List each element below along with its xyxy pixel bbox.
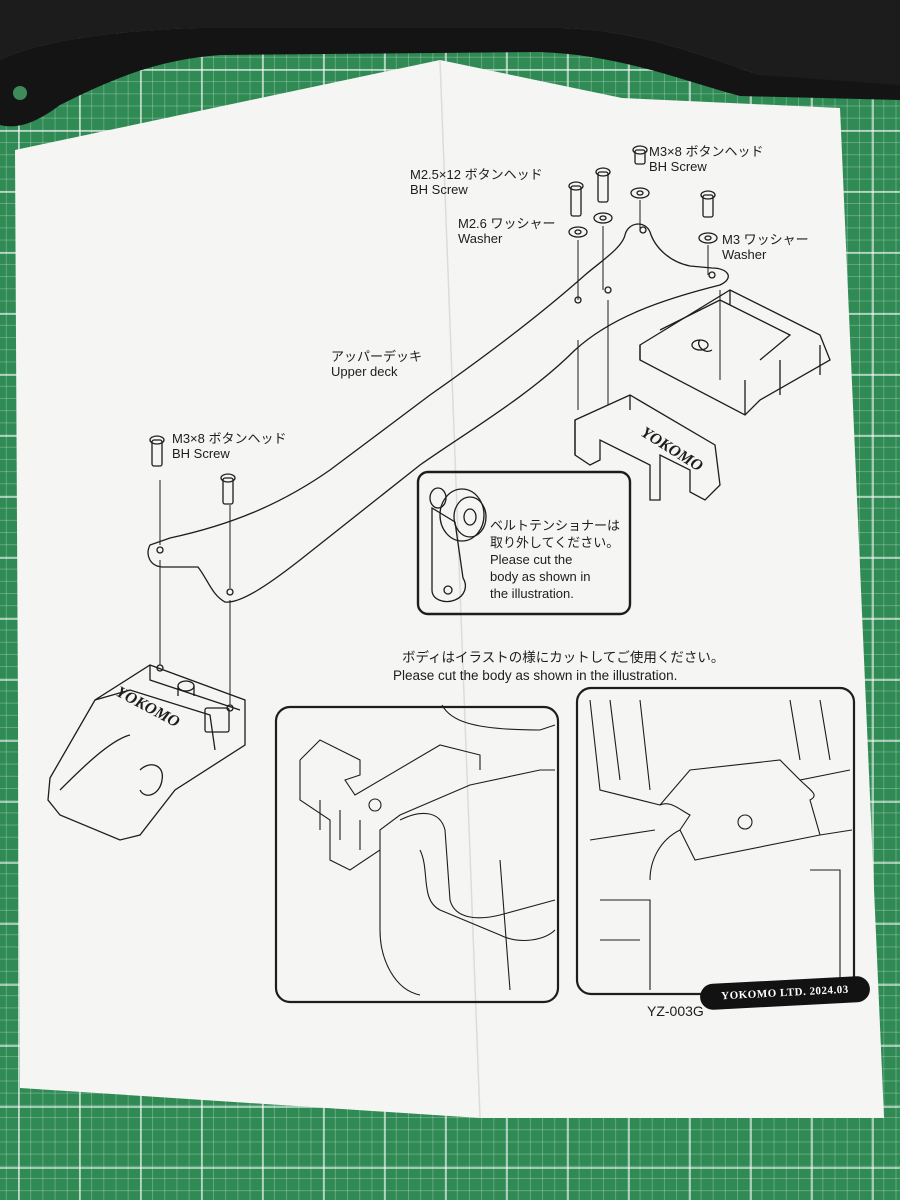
m26-washer-label: M2.6 ワッシャー Washer <box>458 216 556 247</box>
screw-icon <box>568 145 716 218</box>
body-cut-note-en: Please cut the body as shown in the illu… <box>393 668 678 683</box>
m25-screw-label-jp: M2.5×12 ボタンヘッド <box>410 167 543 182</box>
washer-icon <box>568 187 718 244</box>
belt-tensioner-box <box>416 470 632 616</box>
m25-screw-label-en: BH Screw <box>410 181 468 197</box>
belt-note-line-1: ベルトテンショナーは <box>490 518 621 533</box>
belt-note-line-5: the illustration. <box>490 585 574 601</box>
upper-deck-plate <box>147 223 729 603</box>
m3-screw-top-label-jp: M3×8 ボタンヘッド <box>649 144 764 159</box>
front-bulkhead <box>47 664 246 841</box>
m3-screw-top-label: M3×8 ボタンヘッド BH Screw <box>649 144 764 175</box>
belt-note-line-3: Please cut the <box>490 551 573 567</box>
cut-illustration-left <box>274 705 560 1004</box>
upper-deck-label: アッパーデッキ Upper deck <box>331 349 423 380</box>
body-cut-note-jp: ボディはイラストの様にカットしてご使用ください。 <box>402 650 725 665</box>
mount-logo: YOKOMO <box>638 424 706 475</box>
m3-screw-top-label-en: BH Screw <box>649 158 707 174</box>
upper-deck-label-en: Upper deck <box>331 363 398 379</box>
bulkhead-logo: YOKOMO <box>113 684 183 732</box>
belt-note-line-4: body as shown in <box>490 568 591 584</box>
m3-washer-label-jp: M3 ワッシャー <box>722 232 809 247</box>
carbon-plate <box>0 0 900 127</box>
m25-screw-label: M2.5×12 ボタンヘッド BH Screw <box>410 167 543 198</box>
m3-washer-label: M3 ワッシャー Washer <box>722 232 809 263</box>
belt-tensioner-note: ベルトテンショナーは 取り外してください。 Please cut the bod… <box>490 518 620 602</box>
gearbox-housing <box>639 289 831 416</box>
m26-washer-label-en: Washer <box>458 230 503 246</box>
model-code: YZ-003G <box>647 1003 704 1019</box>
m3-screw-left-label-en: BH Screw <box>172 445 230 461</box>
m26-washer-label-jp: M2.6 ワッシャー <box>458 216 556 231</box>
instruction-sheet <box>15 59 884 1119</box>
belt-note-line-2: 取り外してください。 <box>490 534 620 550</box>
m3-washer-label-en: Washer <box>722 246 767 262</box>
m3-screw-left-label: M3×8 ボタンヘッド BH Screw <box>172 431 287 462</box>
upper-deck-label-jp: アッパーデッキ <box>331 349 423 364</box>
m3-screw-left-label-jp: M3×8 ボタンヘッド <box>172 431 287 446</box>
cut-illustration-right <box>575 686 856 996</box>
plate-hole-icon <box>13 86 27 100</box>
motor-mount <box>574 394 721 501</box>
